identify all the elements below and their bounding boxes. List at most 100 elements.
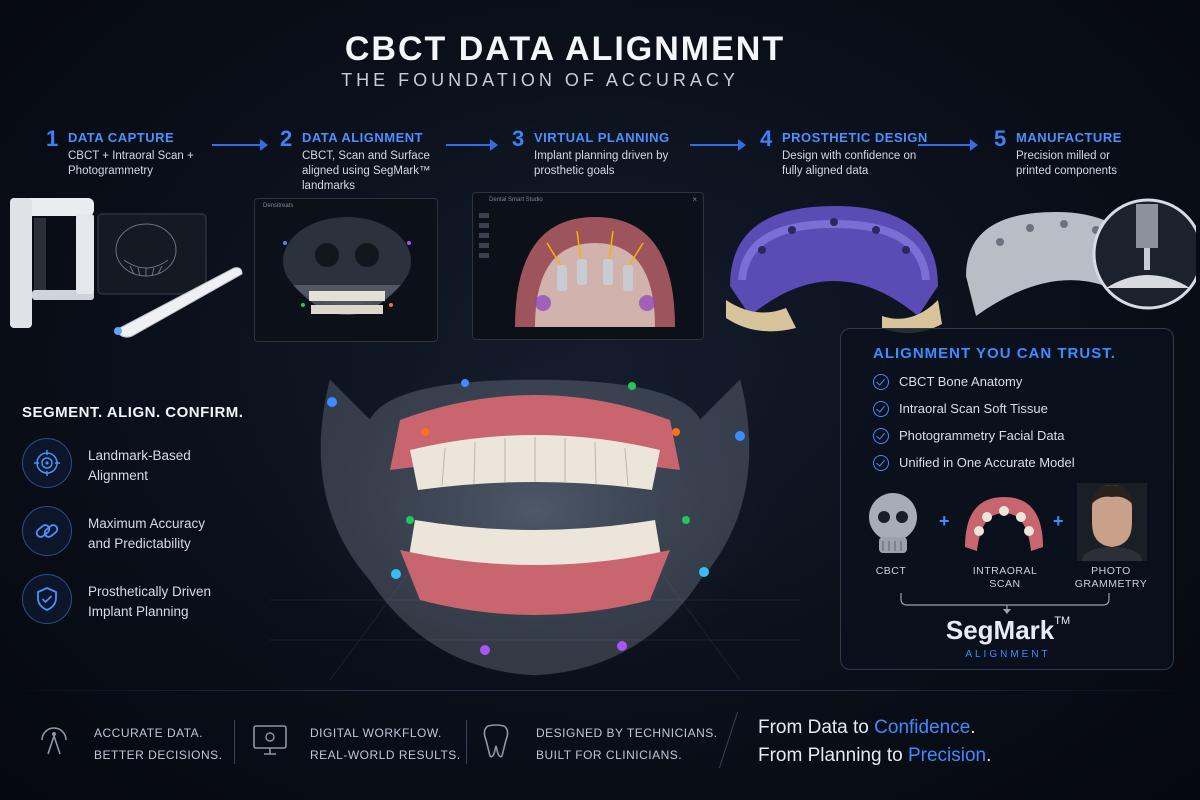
segmark-tm: TM (1054, 615, 1071, 627)
feature-label-line: Prosthetically Driven (88, 584, 212, 599)
step-title: DATA CAPTURE (68, 130, 175, 145)
segmark-brand: SegMark (945, 615, 1055, 645)
footer-text: DESIGNED BY TECHNICIANS. BUILT FOR CLINI… (536, 722, 718, 766)
step-description: Precision milled or printed components (1016, 150, 1118, 177)
step-data-capture: 1 DATA CAPTURE CBCT + Intraoral Scan + P… (46, 126, 266, 186)
step-title: VIRTUAL PLANNING (534, 130, 670, 145)
footer-text-line: DESIGNED BY TECHNICIANS. (536, 726, 718, 740)
plus-icon: + (1053, 511, 1064, 531)
link-icon (22, 506, 72, 556)
slogan-accent: Confidence (874, 717, 971, 738)
segment-align-confirm-heading: SEGMENT. ALIGN. CONFIRM. (22, 404, 244, 421)
source-label-line: GRAMMETRY (1074, 578, 1148, 590)
source-label-intraoral: INTRAORAL SCAN (965, 565, 1045, 591)
footer-text-line: BETTER DECISIONS. (94, 748, 223, 762)
jaw-model-image (270, 340, 800, 680)
feature-label-line: Implant Planning (88, 604, 189, 619)
source-label-cbct: CBCT (861, 565, 921, 578)
check-circle-icon (873, 455, 889, 471)
face-photo-icon (1077, 483, 1147, 561)
slogan-text: From Data to (758, 717, 875, 738)
step-arrow-icon (690, 139, 746, 151)
page-title: CBCT DATA ALIGNMENT (344, 30, 786, 68)
feature-landmark-alignment: Landmark-Based Alignment (22, 438, 242, 494)
footer-item-designed-by-technicians: DESIGNED BY TECHNICIANS. BUILT FOR CLINI… (476, 718, 718, 768)
footer-text-line: DIGITAL WORKFLOW. (310, 726, 442, 740)
skull-icon (869, 493, 917, 553)
feature-label-line: Maximum Accuracy (88, 516, 206, 531)
step-title: MANUFACTURE (1016, 130, 1122, 145)
step-description: CBCT, Scan and Surface aligned using Seg… (302, 150, 431, 192)
segmark-subtitle: ALIGNMENT (965, 649, 1051, 660)
alignment-window: Densitreats (254, 198, 438, 342)
step-number: 1 (46, 126, 59, 151)
trust-item-label: CBCT Bone Anatomy (899, 374, 1023, 389)
slogan-accent: Precision (907, 745, 987, 766)
slogan-text: From Planning to (758, 745, 908, 766)
shield-check-icon (22, 574, 72, 624)
milled-component-image (966, 198, 1196, 316)
feature-accuracy: Maximum Accuracy and Predictability (22, 506, 242, 562)
check-circle-icon (873, 374, 889, 390)
implant-plan-icon (479, 213, 675, 327)
slogan-text: . (970, 717, 976, 738)
source-label-line: CBCT (875, 565, 907, 577)
footer-divider (234, 720, 235, 764)
step-prosthetic-design: 4 PROSTHETIC DESIGN Design with confiden… (760, 126, 980, 186)
footer-text: ACCURATE DATA. BETTER DECISIONS. (94, 722, 223, 766)
step-description: Design with confidence on fully aligned … (782, 150, 917, 177)
feature-label-line: Alignment (88, 468, 149, 483)
feature-label: Maximum Accuracy and Predictability (88, 514, 248, 554)
alignment-trust-panel: ALIGNMENT YOU CAN TRUST. CBCT Bone Anato… (840, 328, 1174, 670)
trust-item-label: Intraoral Scan Soft Tissue (899, 401, 1048, 416)
feature-label: Prosthetically Driven Implant Planning (88, 582, 248, 622)
step-arrow-icon (212, 139, 268, 151)
trust-heading: ALIGNMENT YOU CAN TRUST. (873, 345, 1116, 362)
source-label-line: INTRAORAL (972, 565, 1038, 577)
step-title: PROSTHETIC DESIGN (782, 130, 928, 145)
trust-item-label: Photogrammetry Facial Data (899, 428, 1065, 443)
check-circle-icon (873, 401, 889, 417)
compass-icon (41, 727, 67, 755)
window-title: Dental Smart Studio (489, 197, 543, 203)
footer-text-line: BUILT FOR CLINICIANS. (536, 748, 683, 762)
slogan: From Data to Confidence. From Planning t… (758, 714, 991, 770)
feature-label-line: Landmark-Based (88, 448, 191, 463)
page-subtitle: THE FOUNDATION OF ACCURACY (341, 70, 739, 90)
feature-label-line: and Predictability (88, 536, 191, 551)
footer-text-line: ACCURATE DATA. (94, 726, 204, 740)
footer-divider (466, 720, 467, 764)
footer-divider (0, 690, 1200, 691)
step-data-alignment: 2 DATA ALIGNMENT CBCT, Scan and Surface … (280, 126, 500, 192)
feature-label: Landmark-Based Alignment (88, 446, 248, 486)
segmark-logo: SegMarkTM (841, 615, 1175, 646)
footer-divider (718, 712, 739, 768)
planning-window: Dental Smart Studio × (472, 192, 704, 340)
source-label-line: PHOTO (1091, 565, 1131, 577)
merge-bracket-icon (900, 593, 1110, 614)
source-label-line: SCAN (989, 578, 1021, 590)
slogan-line-1: From Data to Confidence. (758, 714, 991, 742)
trust-item-label: Unified in One Accurate Model (899, 455, 1075, 470)
step-number: 4 (760, 126, 773, 151)
footer-text-line: REAL-WORLD RESULTS. (310, 748, 461, 762)
step-number: 2 (280, 126, 293, 151)
slogan-line-2: From Planning to Precision. (758, 742, 991, 770)
monitor-icon (253, 725, 287, 755)
prosthesis-design-image (726, 206, 942, 334)
footer-text: DIGITAL WORKFLOW. REAL-WORLD RESULTS. (310, 722, 461, 766)
step-title: DATA ALIGNMENT (302, 130, 424, 145)
cbct-scanner-image (10, 198, 243, 338)
step-arrow-icon (446, 139, 498, 151)
step-virtual-planning: 3 VIRTUAL PLANNING Implant planning driv… (512, 126, 732, 186)
slogan-text: . (986, 745, 992, 766)
step-description: Implant planning driven by prosthetic go… (534, 150, 669, 177)
feature-prosthetic-planning: Prosthetically Driven Implant Planning (22, 574, 242, 630)
footer-item-digital-workflow: DIGITAL WORKFLOW. REAL-WORLD RESULTS. (250, 718, 470, 768)
step-description: CBCT + Intraoral Scan + Photogrammetry (68, 150, 194, 177)
window-title: Densitreats (263, 203, 294, 209)
plus-icon: + (939, 511, 950, 531)
step-number: 3 (512, 126, 525, 151)
intraoral-scan-icon (965, 497, 1043, 551)
close-icon[interactable]: × (692, 195, 697, 204)
